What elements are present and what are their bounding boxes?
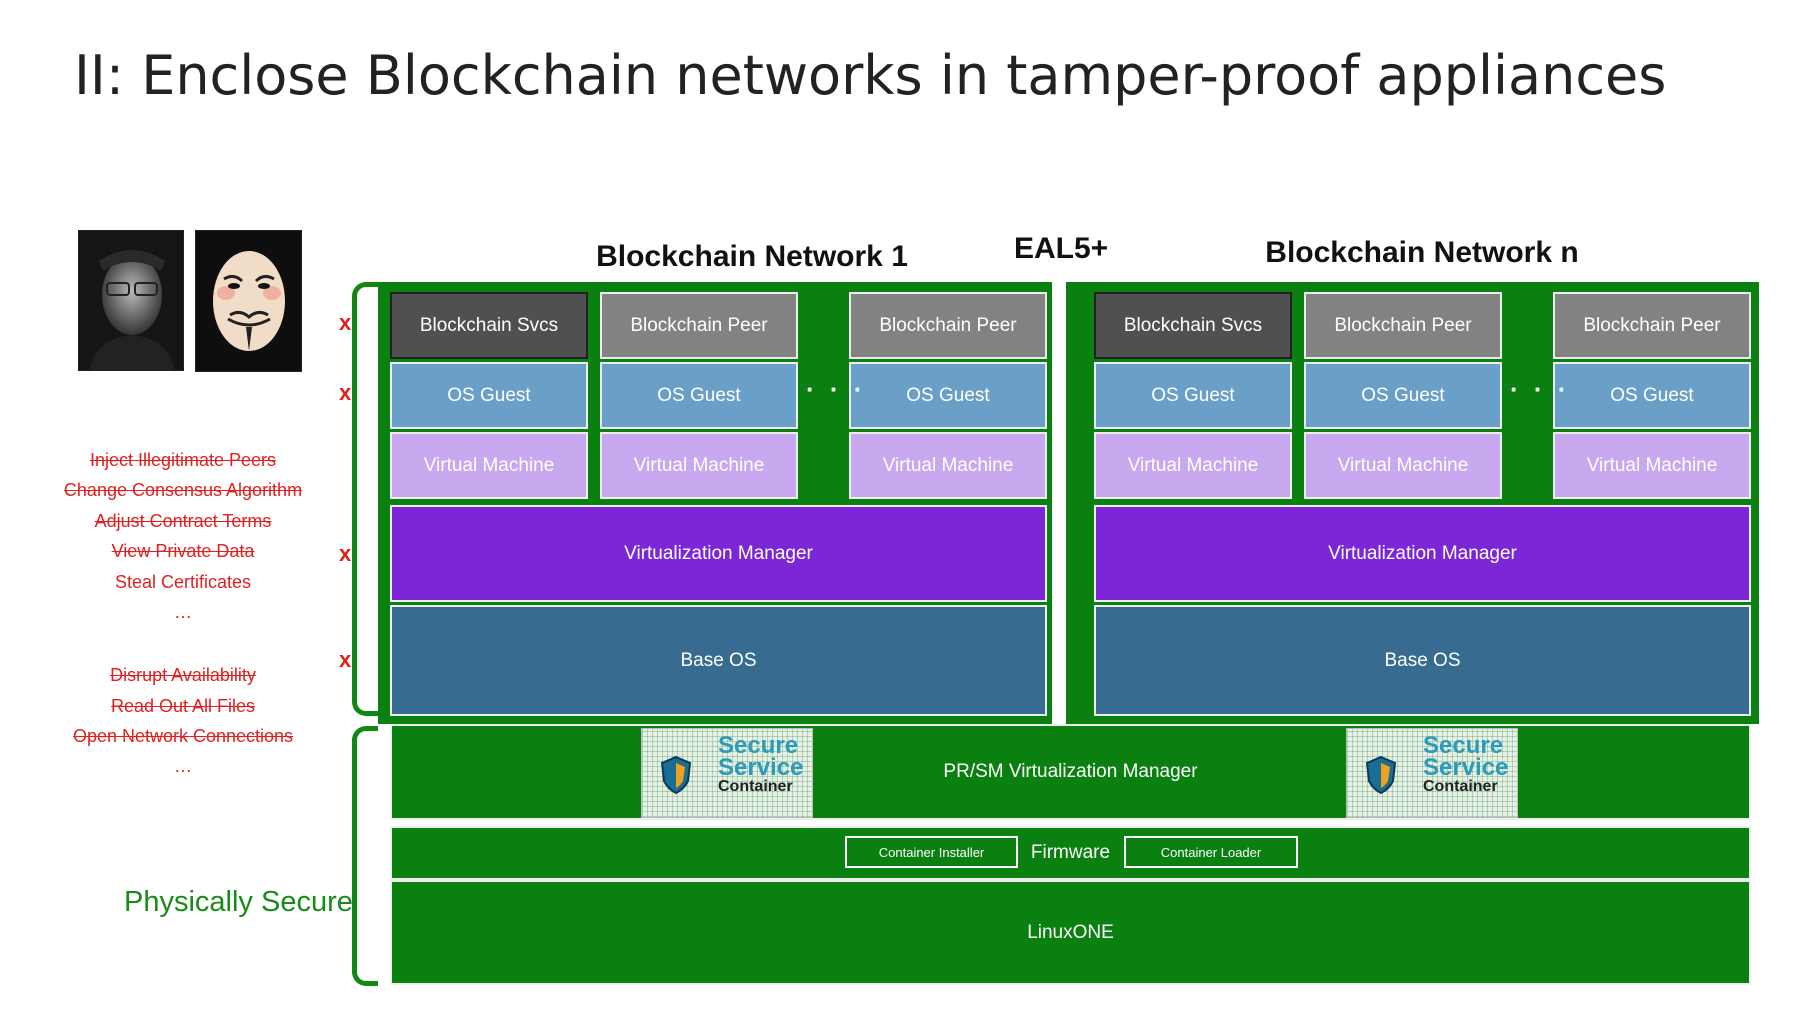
secure-service-container-logo: Secure Service Container xyxy=(1346,728,1518,818)
os-guest-box: OS Guest xyxy=(390,362,588,429)
prsm-label: PR/SM Virtualization Manager xyxy=(943,761,1198,782)
ssc-line-3: Container xyxy=(718,778,793,795)
secure-service-container-logo: Secure Service Container xyxy=(641,728,813,818)
ssc-line-2: Service xyxy=(718,754,804,781)
network-n-title: Blockchain Network n xyxy=(1265,236,1579,269)
threat-item: Disrupt Availability xyxy=(110,665,256,685)
threat-item: View Private Data xyxy=(111,541,255,561)
blocked-x-mark: x xyxy=(339,310,352,335)
guy-fawkes-mask-icon xyxy=(196,231,301,371)
blocked-x-mark: x xyxy=(339,380,352,405)
virtualization-manager-box: Virtualization Manager xyxy=(1094,505,1751,602)
eal-bracket xyxy=(352,282,378,716)
linuxone-label: LinuxONE xyxy=(1027,921,1114,943)
base-os-box: Base OS xyxy=(1094,605,1751,716)
blockchain-peer-box: Blockchain Peer xyxy=(849,292,1047,359)
os-guest-box: OS Guest xyxy=(600,362,798,429)
threat-item: Open Network Connections xyxy=(72,726,294,746)
threat-ellipsis: … xyxy=(174,756,192,776)
network-1-title: Blockchain Network 1 xyxy=(596,240,908,273)
more-vms-dots: · · · xyxy=(806,374,867,404)
blockchain-peer-box: Blockchain Peer xyxy=(1553,292,1751,359)
threat-item: Inject Illegitimate Peers xyxy=(89,450,277,470)
blocked-x-mark: x xyxy=(339,647,352,672)
container-loader-box: Container Loader xyxy=(1124,836,1298,868)
blockchain-svcs-box: Blockchain Svcs xyxy=(390,292,588,359)
blockchain-peer-box: Blockchain Peer xyxy=(600,292,798,359)
physical-bracket xyxy=(352,726,378,986)
blocked-x-mark: x xyxy=(339,541,352,566)
blockchain-peer-box: Blockchain Peer xyxy=(1304,292,1502,359)
threat-item: Adjust Contract Terms xyxy=(94,511,272,531)
firmware-band: Firmware xyxy=(390,826,1751,880)
ssc-line-3: Container xyxy=(1423,778,1498,795)
ssc-line-2: Service xyxy=(1423,754,1509,781)
person-photo xyxy=(78,230,184,371)
virtual-machine-box: Virtual Machine xyxy=(849,432,1047,499)
linuxone-band: LinuxONE xyxy=(390,880,1751,985)
portrait-icon xyxy=(79,231,183,370)
threat-ellipsis: … xyxy=(174,602,192,622)
shield-icon xyxy=(660,755,692,795)
os-guest-box: OS Guest xyxy=(1094,362,1292,429)
ssc-line-1: Secure xyxy=(718,732,799,759)
os-guest-box: OS Guest xyxy=(849,362,1047,429)
firmware-label: Firmware xyxy=(1030,842,1111,863)
virtual-machine-box: Virtual Machine xyxy=(1304,432,1502,499)
virtual-machine-box: Virtual Machine xyxy=(600,432,798,499)
virtual-machine-box: Virtual Machine xyxy=(1094,432,1292,499)
os-guest-box: OS Guest xyxy=(1553,362,1751,429)
physically-secure-label: Physically Secure xyxy=(124,886,353,918)
prsm-band: PR/SM Virtualization Manager xyxy=(390,724,1751,820)
ssc-line-1: Secure xyxy=(1423,732,1504,759)
mask-photo xyxy=(195,230,302,372)
base-os-box: Base OS xyxy=(390,605,1047,716)
virtualization-manager-box: Virtualization Manager xyxy=(390,505,1047,602)
shield-icon xyxy=(1365,755,1397,795)
threat-item: Steal Certificates xyxy=(114,572,252,592)
virtual-machine-box: Virtual Machine xyxy=(390,432,588,499)
virtual-machine-box: Virtual Machine xyxy=(1553,432,1751,499)
threat-item: Read Out All Files xyxy=(110,696,256,716)
os-guest-box: OS Guest xyxy=(1304,362,1502,429)
container-installer-box: Container Installer xyxy=(845,836,1018,868)
eal-label: EAL5+ xyxy=(1014,232,1109,265)
blockchain-svcs-box: Blockchain Svcs xyxy=(1094,292,1292,359)
threat-item: Change Consensus Algorithm xyxy=(63,480,303,500)
more-vms-dots: · · · xyxy=(1510,374,1571,404)
slide-title: II: Enclose Blockchain networks in tampe… xyxy=(74,44,1667,107)
